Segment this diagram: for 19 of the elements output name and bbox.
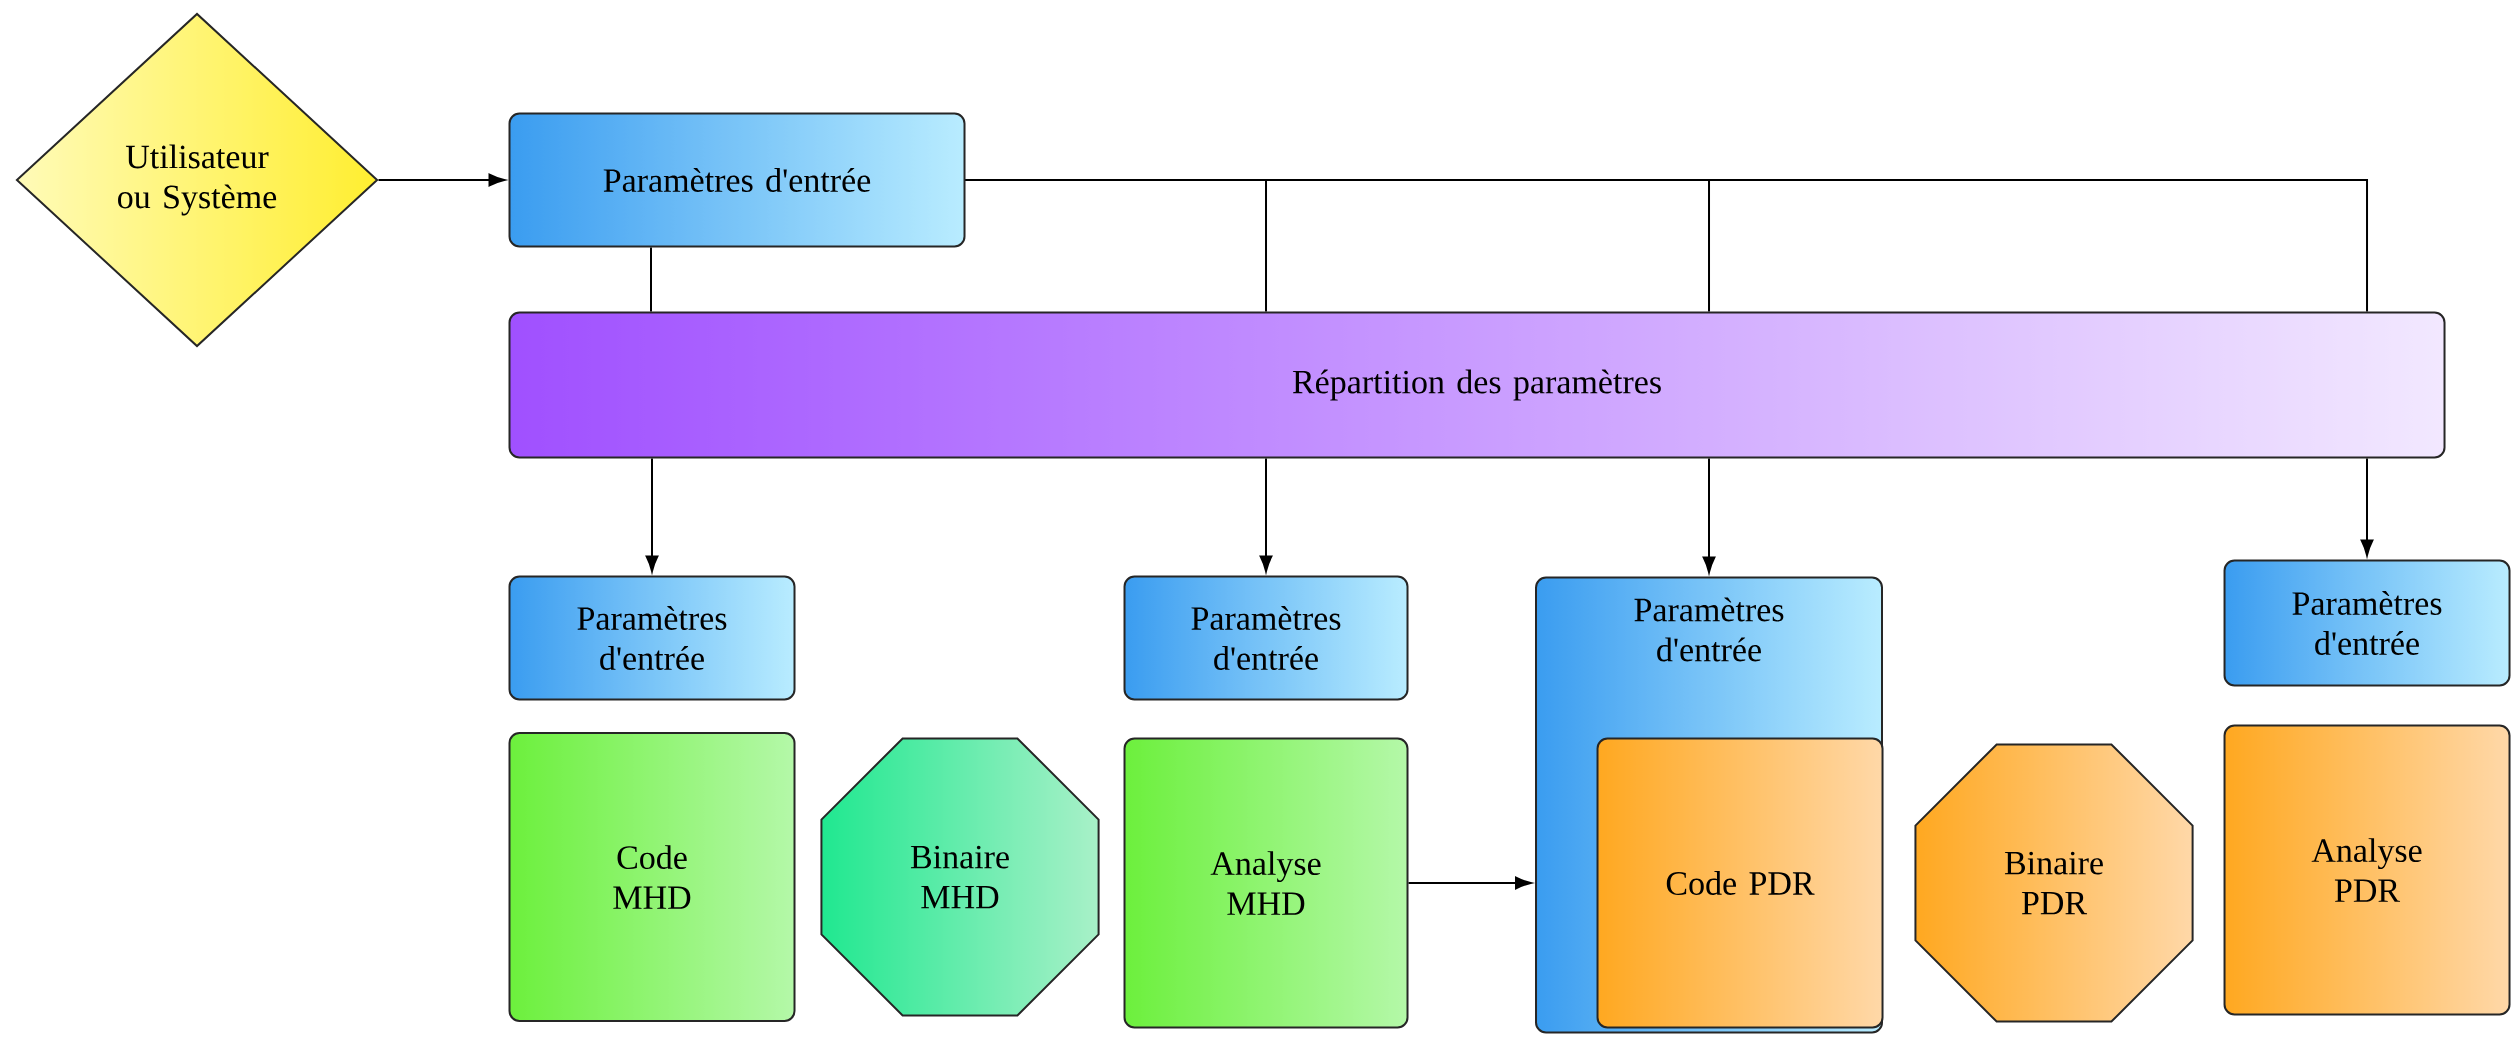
octagon: Binaire MHD [820,737,1100,1017]
process-box: Paramètres d'entrée [508,575,796,701]
process-box: Code MHD [508,732,796,1022]
connector [377,173,506,187]
connector [2360,457,2374,557]
connector [650,246,652,313]
connector [964,179,2368,313]
connector [645,457,659,573]
process-box: Analyse PDR [2223,724,2511,1016]
connector [1259,457,1273,573]
distribution-band: Répartition des paramètres [508,311,2446,459]
octagon: Binaire PDR [1914,743,2194,1023]
process-box: Paramètres d'entrée [1123,575,1409,701]
process-box: Paramètres d'entrée [508,112,966,248]
process-box: Paramètres d'entrée [2223,559,2511,687]
process-box: Code PDR [1596,737,1884,1029]
process-box: Analyse MHD [1123,737,1409,1029]
connector [1702,457,1716,574]
connector [1407,876,1532,890]
